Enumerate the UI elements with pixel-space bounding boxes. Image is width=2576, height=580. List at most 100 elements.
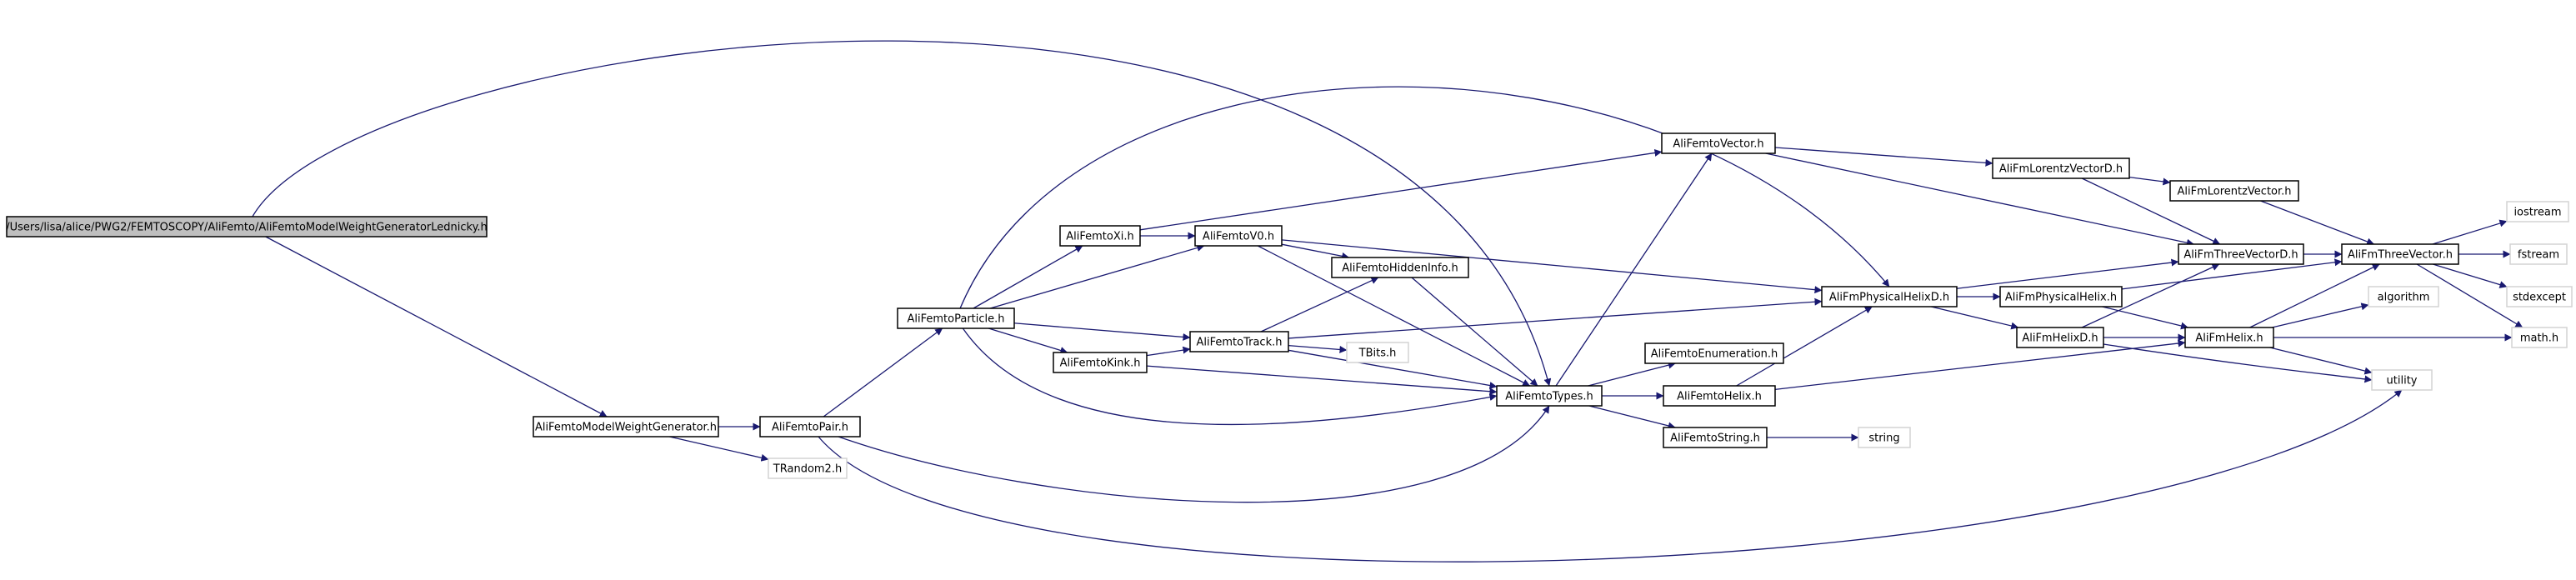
node-mwg[interactable]: AliFemtoModelWeightGenerator.h: [533, 416, 719, 438]
node-label-fhelix: AliFemtoHelix.h: [1677, 391, 1762, 403]
node-box-v0: [1194, 225, 1283, 247]
node-box-utility: [2371, 369, 2433, 391]
node-label-pair: AliFemtoPair.h: [772, 422, 848, 434]
node-xi[interactable]: AliFemtoXi.h: [1059, 225, 1141, 247]
node-box-root: [6, 216, 488, 238]
node-label-enum: AliFemtoEnumeration.h: [1651, 348, 1778, 361]
node-label-hidden: AliFemtoHiddenInfo.h: [1342, 262, 1458, 275]
dependency-edges: [252, 40, 2523, 562]
edge-pair-to-particle: [823, 328, 943, 418]
edge-hidden-to-types: [1411, 277, 1538, 387]
node-box-track: [1189, 331, 1289, 352]
edge-v0-to-types: [1258, 245, 1531, 387]
node-tbits: TBits.h: [1346, 342, 1409, 363]
edge-particle-to-types: [962, 328, 1498, 426]
edge-phelix-to-helix: [2102, 306, 2188, 330]
node-label-fstring: AliFemtoString.h: [1670, 432, 1760, 445]
edge-particle-to-kink: [988, 328, 1068, 354]
node-box-iostream: [2506, 201, 2569, 222]
node-label-trandom2: TRandom2.h: [773, 463, 842, 476]
node-box-fstream: [2509, 243, 2568, 265]
edge-phelixd-to-threed: [1956, 258, 2179, 289]
node-label-math: math.h: [2520, 332, 2558, 345]
node-label-iostream: iostream: [2513, 207, 2561, 219]
node-math: math.h: [2511, 327, 2568, 348]
node-label-phelixd: AliFmPhysicalHelixD.h: [1829, 292, 1949, 304]
node-label-root: /Users/lisa/alice/PWG2/FEMTOSCOPY/AliFem…: [6, 222, 488, 234]
node-phelixd[interactable]: AliFmPhysicalHelixD.h: [1821, 286, 1958, 308]
node-box-phelix: [1999, 286, 2123, 308]
node-box-phelixd: [1821, 286, 1958, 308]
node-label-helix: AliFmHelix.h: [2195, 332, 2263, 345]
node-enum[interactable]: AliFemtoEnumeration.h: [1644, 342, 1784, 364]
node-root[interactable]: /Users/lisa/alice/PWG2/FEMTOSCOPY/AliFem…: [6, 216, 488, 238]
node-fstream: fstream: [2509, 243, 2568, 265]
node-trandom2: TRandom2.h: [768, 458, 848, 479]
node-lorentzd[interactable]: AliFmLorentzVectorD.h: [1992, 158, 2130, 179]
node-label-lorentzd: AliFmLorentzVectorD.h: [1999, 163, 2123, 176]
node-label-v0: AliFemtoV0.h: [1203, 231, 1274, 243]
node-lorentz[interactable]: AliFmLorentzVector.h: [2169, 180, 2299, 202]
edge-lorentzd-to-threed: [2081, 178, 2221, 245]
node-fhelix[interactable]: AliFemtoHelix.h: [1663, 385, 1776, 407]
node-algorithm: algorithm: [2368, 286, 2439, 308]
node-particle[interactable]: AliFemtoParticle.h: [897, 308, 1015, 329]
node-threed[interactable]: AliFmThreeVectorD.h: [2178, 243, 2304, 265]
edge-track-to-types: [1288, 349, 1498, 389]
node-label-three: AliFmThreeVector.h: [2348, 249, 2453, 262]
node-label-stdexcept: stdexcept: [2513, 292, 2566, 304]
node-stdexcept: stdexcept: [2506, 286, 2573, 308]
node-box-xi: [1059, 225, 1141, 247]
node-helix[interactable]: AliFmHelix.h: [2184, 327, 2274, 348]
node-three[interactable]: AliFmThreeVector.h: [2341, 243, 2459, 265]
node-box-tbits: [1346, 342, 1409, 363]
edge-track-to-tbits: [1288, 344, 1348, 353]
edge-fhelix-to-phelixd: [1736, 306, 1873, 387]
node-label-particle: AliFemtoParticle.h: [908, 313, 1005, 326]
edge-lorentzd-to-lorentz: [2128, 176, 2171, 186]
edge-phelixd-to-helixd: [1931, 306, 2019, 330]
node-box-lorentz: [2169, 180, 2299, 202]
node-label-lorentz: AliFmLorentzVector.h: [2177, 186, 2291, 198]
node-box-fstring: [1663, 427, 1768, 448]
node-box-lorentzd: [1992, 158, 2130, 179]
edge-vector-to-lorentzd: [1774, 147, 1993, 167]
edge-helixd-to-threed: [2081, 263, 2220, 328]
node-vector[interactable]: AliFemtoVector.h: [1661, 132, 1776, 154]
node-label-string: string: [1868, 432, 1899, 445]
node-phelix[interactable]: AliFmPhysicalHelix.h: [1999, 286, 2123, 308]
node-label-xi: AliFemtoXi.h: [1066, 231, 1134, 243]
node-box-particle: [897, 308, 1015, 329]
node-track[interactable]: AliFemtoTrack.h: [1189, 331, 1289, 352]
edge-types-to-enum: [1588, 361, 1676, 387]
node-pair[interactable]: AliFemtoPair.h: [759, 416, 861, 438]
node-box-mwg: [533, 416, 719, 438]
file-nodes: /Users/lisa/alice/PWG2/FEMTOSCOPY/AliFem…: [6, 132, 2573, 479]
node-box-algorithm: [2368, 286, 2439, 308]
node-hidden[interactable]: AliFemtoHiddenInfo.h: [1331, 257, 1469, 278]
node-label-vector: AliFemtoVector.h: [1673, 138, 1763, 151]
edge-pair-to-utility: [818, 389, 2403, 562]
edge-v0-to-phelixd: [1281, 239, 1823, 294]
node-types[interactable]: AliFemtoTypes.h: [1496, 385, 1603, 407]
node-helixd[interactable]: AliFmHelixD.h: [2016, 327, 2104, 348]
edge-types-to-fstring: [1588, 405, 1676, 430]
edge-root-to-mwg: [265, 236, 608, 418]
node-fstring[interactable]: AliFemtoString.h: [1663, 427, 1768, 448]
node-kink[interactable]: AliFemtoKink.h: [1053, 352, 1148, 373]
edge-phelix-to-three: [2121, 258, 2343, 290]
edge-lorentz-to-three: [2260, 200, 2375, 246]
node-box-math: [2511, 327, 2568, 348]
edge-track-to-phelixd: [1288, 298, 1823, 339]
edge-kink-to-types: [1146, 365, 1498, 396]
node-box-string: [1858, 427, 1911, 448]
node-box-hidden: [1331, 257, 1469, 278]
node-label-kink: AliFemtoKink.h: [1060, 358, 1141, 370]
node-label-algorithm: algorithm: [2378, 292, 2430, 304]
node-box-three: [2341, 243, 2459, 265]
node-label-helixd: AliFmHelixD.h: [2022, 332, 2098, 345]
node-label-utility: utility: [2387, 375, 2418, 388]
node-box-trandom2: [768, 458, 848, 479]
node-v0[interactable]: AliFemtoV0.h: [1194, 225, 1283, 247]
